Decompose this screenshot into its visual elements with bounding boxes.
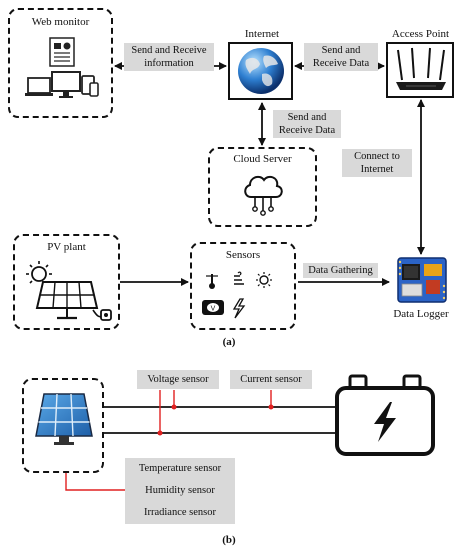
current-sensor-label: Current sensor [230, 370, 312, 389]
temperature-sensor-label: Temperature sensor [138, 463, 222, 474]
battery-icon [335, 374, 435, 456]
data-logger-device [392, 256, 452, 306]
env-sensors-block: Temperature sensor Humidity sensor Irrad… [125, 458, 235, 524]
connect-internet-label: Connect to Internet [342, 149, 412, 177]
data-logger-label: Data Logger [393, 308, 449, 320]
send-receive-data-mid-label: Send and Receive Data [273, 110, 341, 138]
pv-plant-box: PV plant [13, 234, 120, 330]
pv-module-box [22, 378, 104, 473]
current-node [268, 404, 274, 410]
voltage-node-top [171, 404, 177, 410]
devices-icon [25, 37, 99, 98]
send-receive-data-top-label: Send and Receive Data [304, 43, 378, 71]
access-point-box [386, 42, 454, 98]
access-point-label: Access Point [391, 28, 450, 40]
svg-text:V: V [211, 306, 216, 313]
send-receive-info-label: Send and Receive information [124, 43, 214, 71]
sensor-icons: V [202, 271, 272, 319]
cloud-server-box: Cloud Server [208, 147, 317, 227]
humidity-icon [234, 271, 244, 285]
thermometer-icon [206, 274, 218, 289]
battery [334, 374, 436, 458]
caption-b: (b) [222, 534, 236, 546]
humidity-sensor-label: Humidity sensor [145, 485, 215, 496]
voltage-node-bottom [157, 430, 163, 436]
cloud-icon [244, 175, 283, 216]
router-icon [396, 47, 446, 90]
sensors-box: Sensors V [190, 242, 296, 330]
caption-a: (a) [222, 336, 236, 348]
voltmeter-icon: V [202, 300, 224, 315]
pv-plant-label: PV plant [47, 241, 86, 253]
data-gathering-label: Data Gathering [303, 263, 378, 278]
solar-panel-icon [26, 261, 112, 321]
internet-box [228, 42, 293, 100]
globe-icon [238, 48, 284, 94]
sensors-label: Sensors [225, 249, 261, 261]
current-icon [232, 298, 246, 319]
solar-module-icon [35, 393, 93, 445]
web-monitor-label: Web monitor [31, 16, 90, 28]
microcontroller-icon [397, 257, 447, 303]
irradiance-icon [256, 272, 272, 288]
irradiance-sensor-label: Irradiance sensor [143, 507, 216, 518]
cloud-server-label: Cloud Server [233, 153, 292, 165]
web-monitor-box: Web monitor [8, 8, 113, 118]
voltage-sensor-label: Voltage sensor [137, 370, 219, 389]
internet-label: Internet [244, 28, 280, 40]
